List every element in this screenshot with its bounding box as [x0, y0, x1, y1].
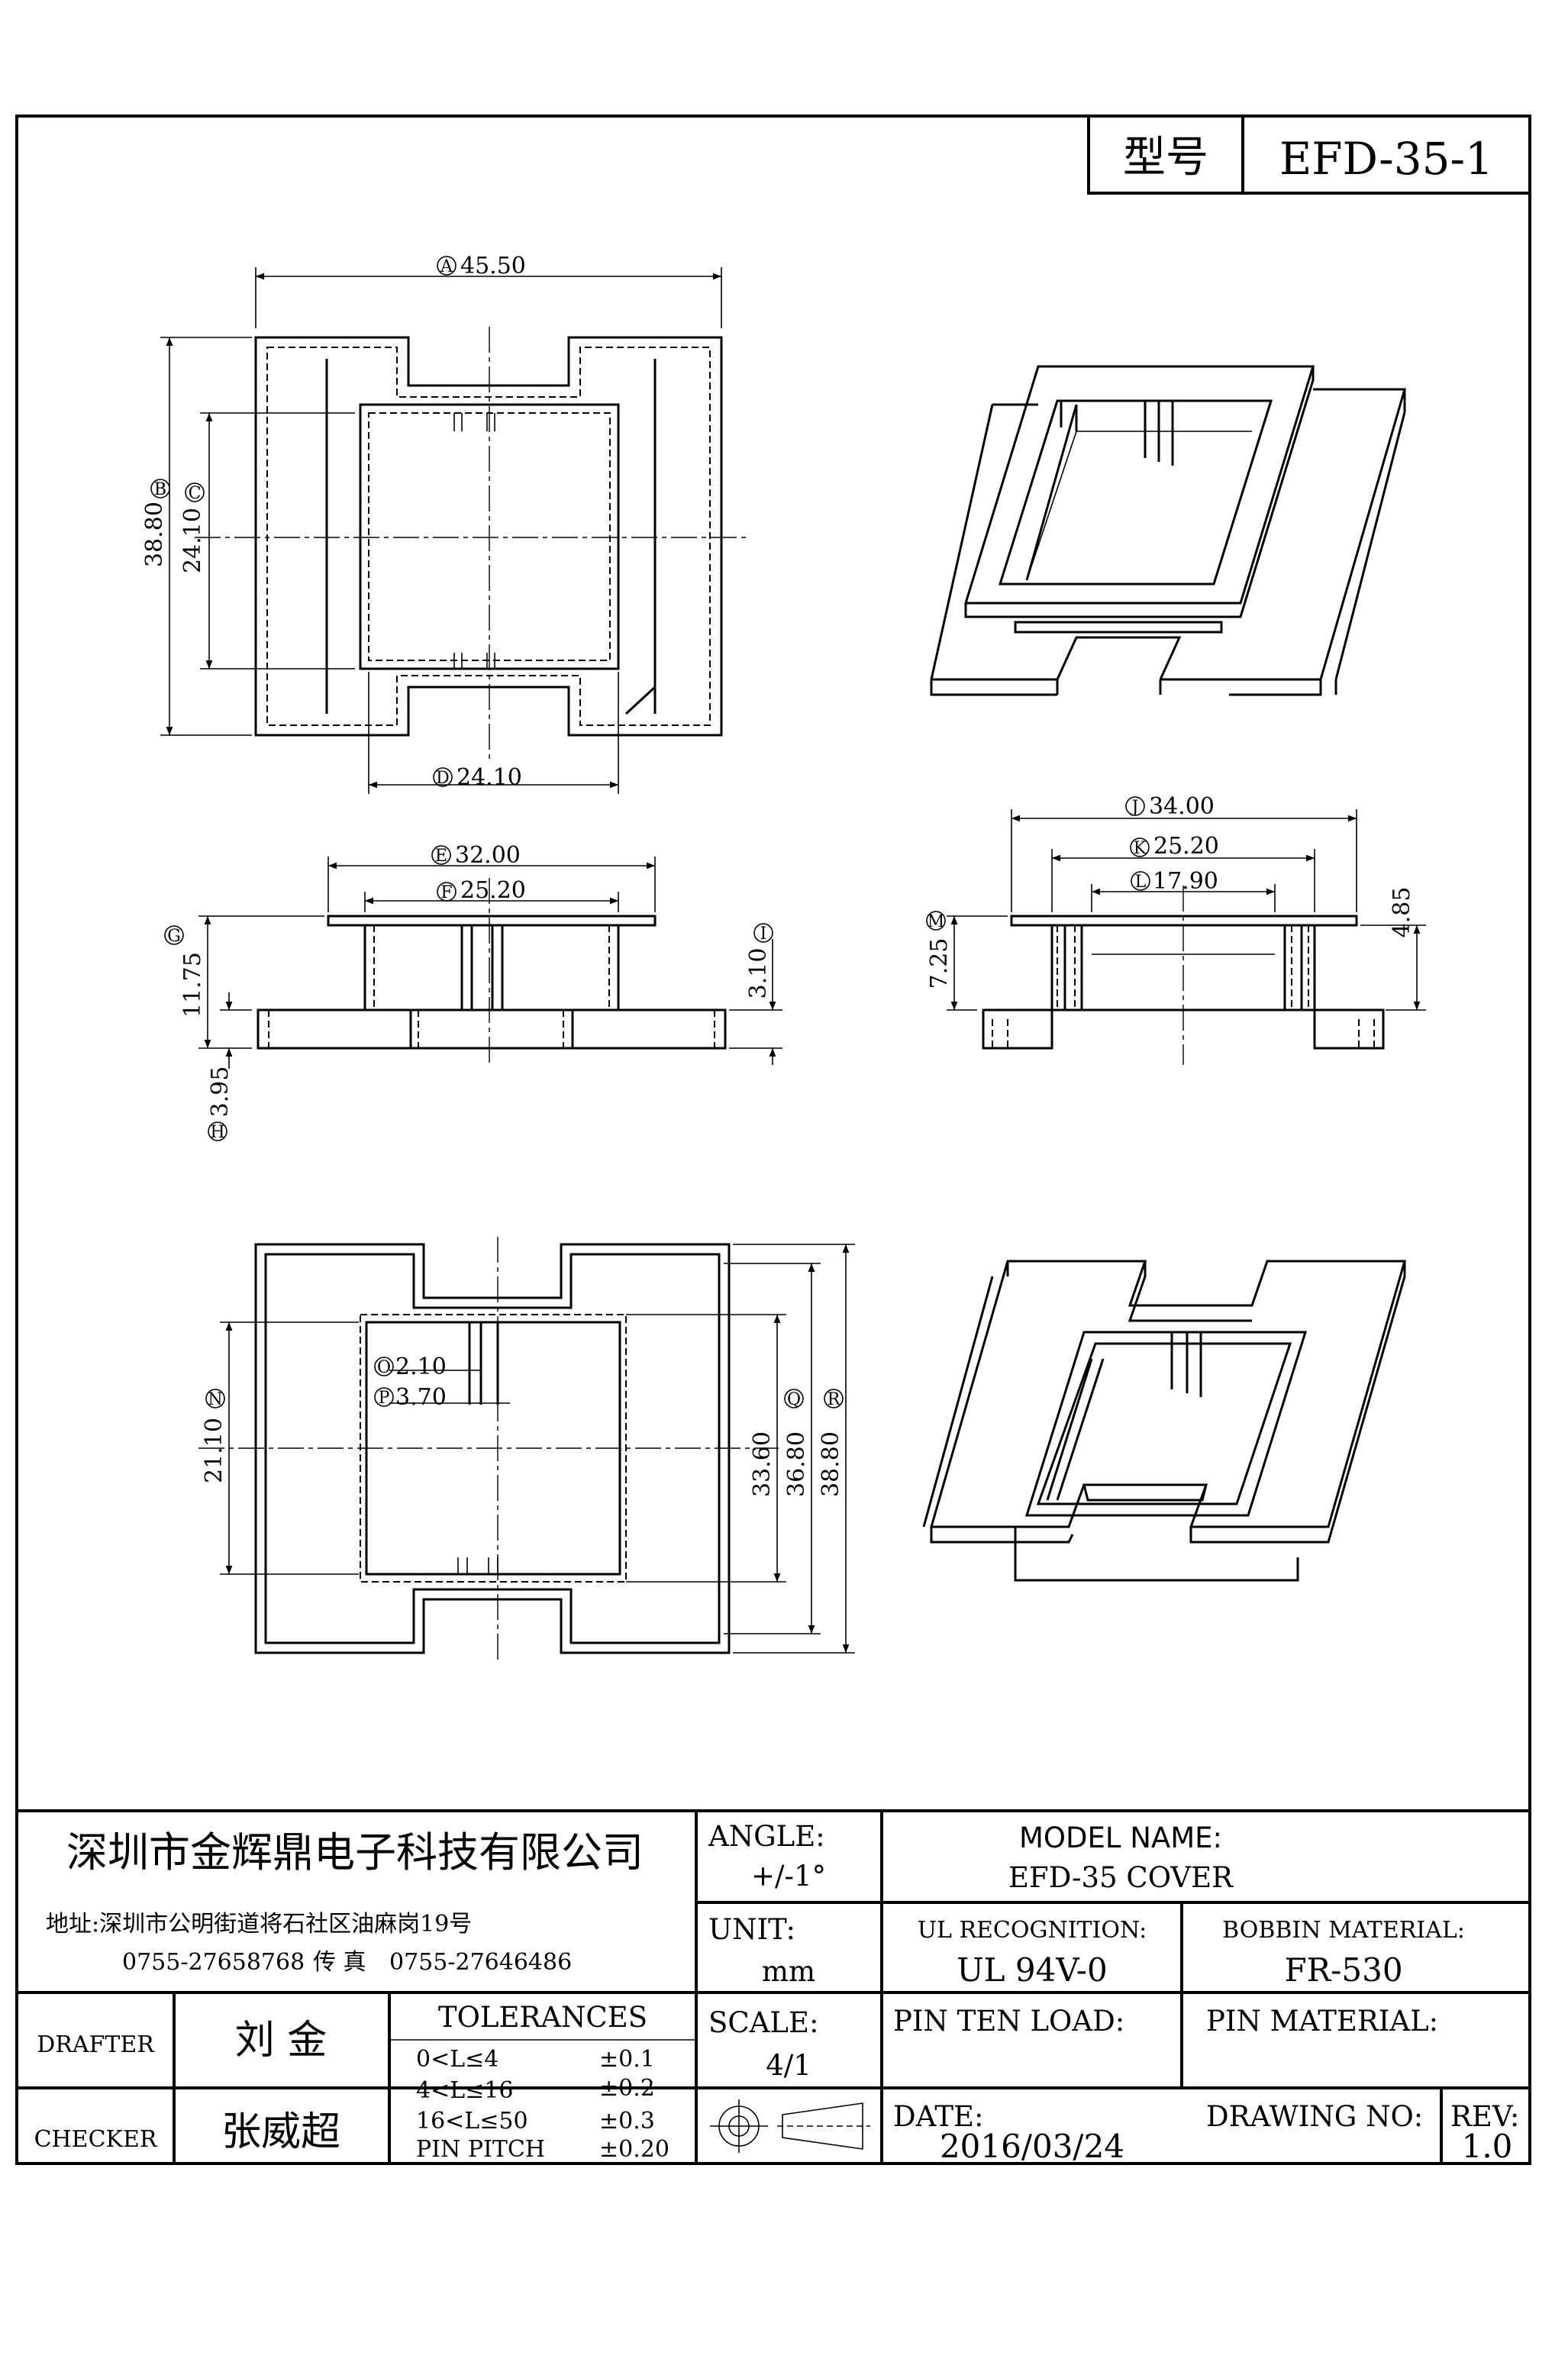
- rev-value: 1.0: [1462, 2128, 1513, 2165]
- dim-O: 2.10: [395, 1354, 447, 1380]
- checker-name: 张威超: [221, 2109, 340, 2155]
- fax-label: 传 真: [313, 1949, 366, 1976]
- dim-M: 7.25: [926, 938, 953, 989]
- title-block: 深圳市金辉鼎电子科技有限公司 地址:深圳市公明街道将石社区油麻岗19号 0755…: [17, 1809, 1530, 2165]
- type-value: EFD-35-1: [1279, 133, 1493, 185]
- tolerance-value-1: ±0.1: [599, 2046, 655, 2073]
- tolerance-value-3: ±0.3: [599, 2108, 655, 2135]
- date-label: DATE:: [893, 2100, 984, 2133]
- rev-label: REV:: [1450, 2100, 1519, 2133]
- dim-C: 24.10: [179, 508, 206, 573]
- isometric-view-bottom: [922, 1260, 1406, 1582]
- type-label: 型号: [1123, 133, 1208, 182]
- ul-recognition-value: UL 94V-0: [957, 1951, 1107, 1989]
- svg-text:C: C: [189, 484, 202, 503]
- dim-B: 38.80: [141, 502, 168, 567]
- pin-ten-load-label: PIN TEN LOAD:: [893, 2005, 1124, 2038]
- dim-M2: 4.85: [1389, 887, 1415, 938]
- bobbin-material-value: FR-530: [1284, 1951, 1402, 1989]
- drawing-no-label: DRAWING NO:: [1206, 2100, 1423, 2133]
- tolerance-range-2: 4<L≤16: [416, 2077, 513, 2104]
- company-name: 深圳市金辉鼎电子科技有限公司: [66, 1828, 644, 1876]
- dim-D: 24.10: [457, 764, 522, 791]
- svg-text:D: D: [436, 769, 450, 788]
- svg-text:P: P: [379, 1389, 390, 1408]
- dim-Q: 36.80: [783, 1431, 810, 1497]
- isometric-view-top: [930, 365, 1406, 696]
- header-box: 型号 EFD-35-1: [1087, 115, 1531, 195]
- dim-A: 45.50: [460, 253, 526, 279]
- svg-text:F: F: [440, 883, 452, 902]
- svg-text:H: H: [210, 1123, 224, 1142]
- svg-text:R: R: [828, 1390, 841, 1409]
- dim-Q2: 33.60: [749, 1431, 776, 1497]
- ul-recognition-label: UL RECOGNITION:: [918, 1917, 1147, 1944]
- dim-E: 32.00: [455, 842, 521, 869]
- svg-text:O: O: [377, 1358, 391, 1377]
- dim-F: 25.20: [460, 877, 526, 904]
- model-name-label: MODEL NAME:: [1019, 1822, 1222, 1854]
- unit-value: mm: [762, 1955, 815, 1988]
- scale-value: 4/1: [766, 2049, 811, 2082]
- drafter-label: DRAFTER: [37, 2031, 155, 2058]
- tolerance-range-3: 16<L≤50: [416, 2108, 528, 2135]
- dim-G: 11.75: [179, 952, 206, 1018]
- sheet-border: [15, 115, 1531, 2165]
- dim-H: 3.95: [207, 1066, 234, 1118]
- drafter-name: 刘 金: [235, 2018, 327, 2064]
- dim-I: 3.10: [745, 948, 772, 999]
- svg-text:A: A: [440, 257, 453, 276]
- company-phone: 0755-27658768: [122, 1949, 305, 1976]
- svg-text:K: K: [1134, 839, 1147, 858]
- company-address: 地址:深圳市公明街道将石社区油麻岗19号: [46, 1911, 472, 1938]
- svg-text:M: M: [928, 912, 945, 931]
- side-view: J 34.00 K 25.20 L 17.90 7.25 M 4.85: [926, 793, 1426, 1065]
- svg-text:E: E: [435, 847, 447, 866]
- checker-label: CHECKER: [34, 2126, 158, 2153]
- dim-N: 21.10: [201, 1418, 227, 1483]
- top-view: A 45.50 38.80 B 24.10 C D 24.10: [141, 253, 748, 794]
- company-fax: 0755-27646486: [389, 1949, 572, 1976]
- date-value: 2016/03/24: [940, 2128, 1124, 2165]
- dim-P: 3.70: [395, 1384, 447, 1411]
- model-name-value: EFD-35 COVER: [1008, 1861, 1234, 1894]
- tolerances-label: TOLERANCES: [438, 2001, 647, 2034]
- svg-text:J: J: [1131, 798, 1139, 817]
- dim-R: 38.80: [818, 1431, 844, 1497]
- tolerance-value-2: ±0.2: [599, 2075, 655, 2102]
- bobbin-material-label: BOBBIN MATERIAL:: [1222, 1917, 1465, 1944]
- svg-text:N: N: [208, 1390, 222, 1409]
- angle-label: ANGLE:: [708, 1820, 825, 1853]
- front-view: E 32.00 F 25.20 11.75 G 3.95 H 3.10 I: [164, 842, 782, 1142]
- svg-text:I: I: [760, 924, 767, 944]
- dim-J: 34.00: [1149, 793, 1215, 820]
- tolerance-range-4: PIN PITCH: [416, 2136, 545, 2163]
- tolerance-range-1: 0<L≤4: [416, 2046, 498, 2073]
- svg-text:G: G: [167, 927, 181, 946]
- svg-text:Q: Q: [787, 1390, 801, 1409]
- svg-text:L: L: [1135, 873, 1147, 892]
- svg-text:B: B: [154, 480, 166, 499]
- angle-value: +/-1°: [751, 1860, 826, 1893]
- scale-label: SCALE:: [708, 2006, 818, 2039]
- dim-L: 17.90: [1153, 868, 1218, 895]
- bottom-view: 21.10 N O 2.10 P 3.70 33.60 36.80 Q 38.8…: [198, 1237, 855, 1664]
- dim-K: 25.20: [1153, 833, 1219, 860]
- projection-symbol-icon: [710, 2099, 870, 2153]
- unit-label: UNIT:: [708, 1913, 795, 1946]
- pin-material-label: PIN MATERIAL:: [1206, 2005, 1438, 2038]
- tolerance-value-4: ±0.20: [599, 2136, 669, 2163]
